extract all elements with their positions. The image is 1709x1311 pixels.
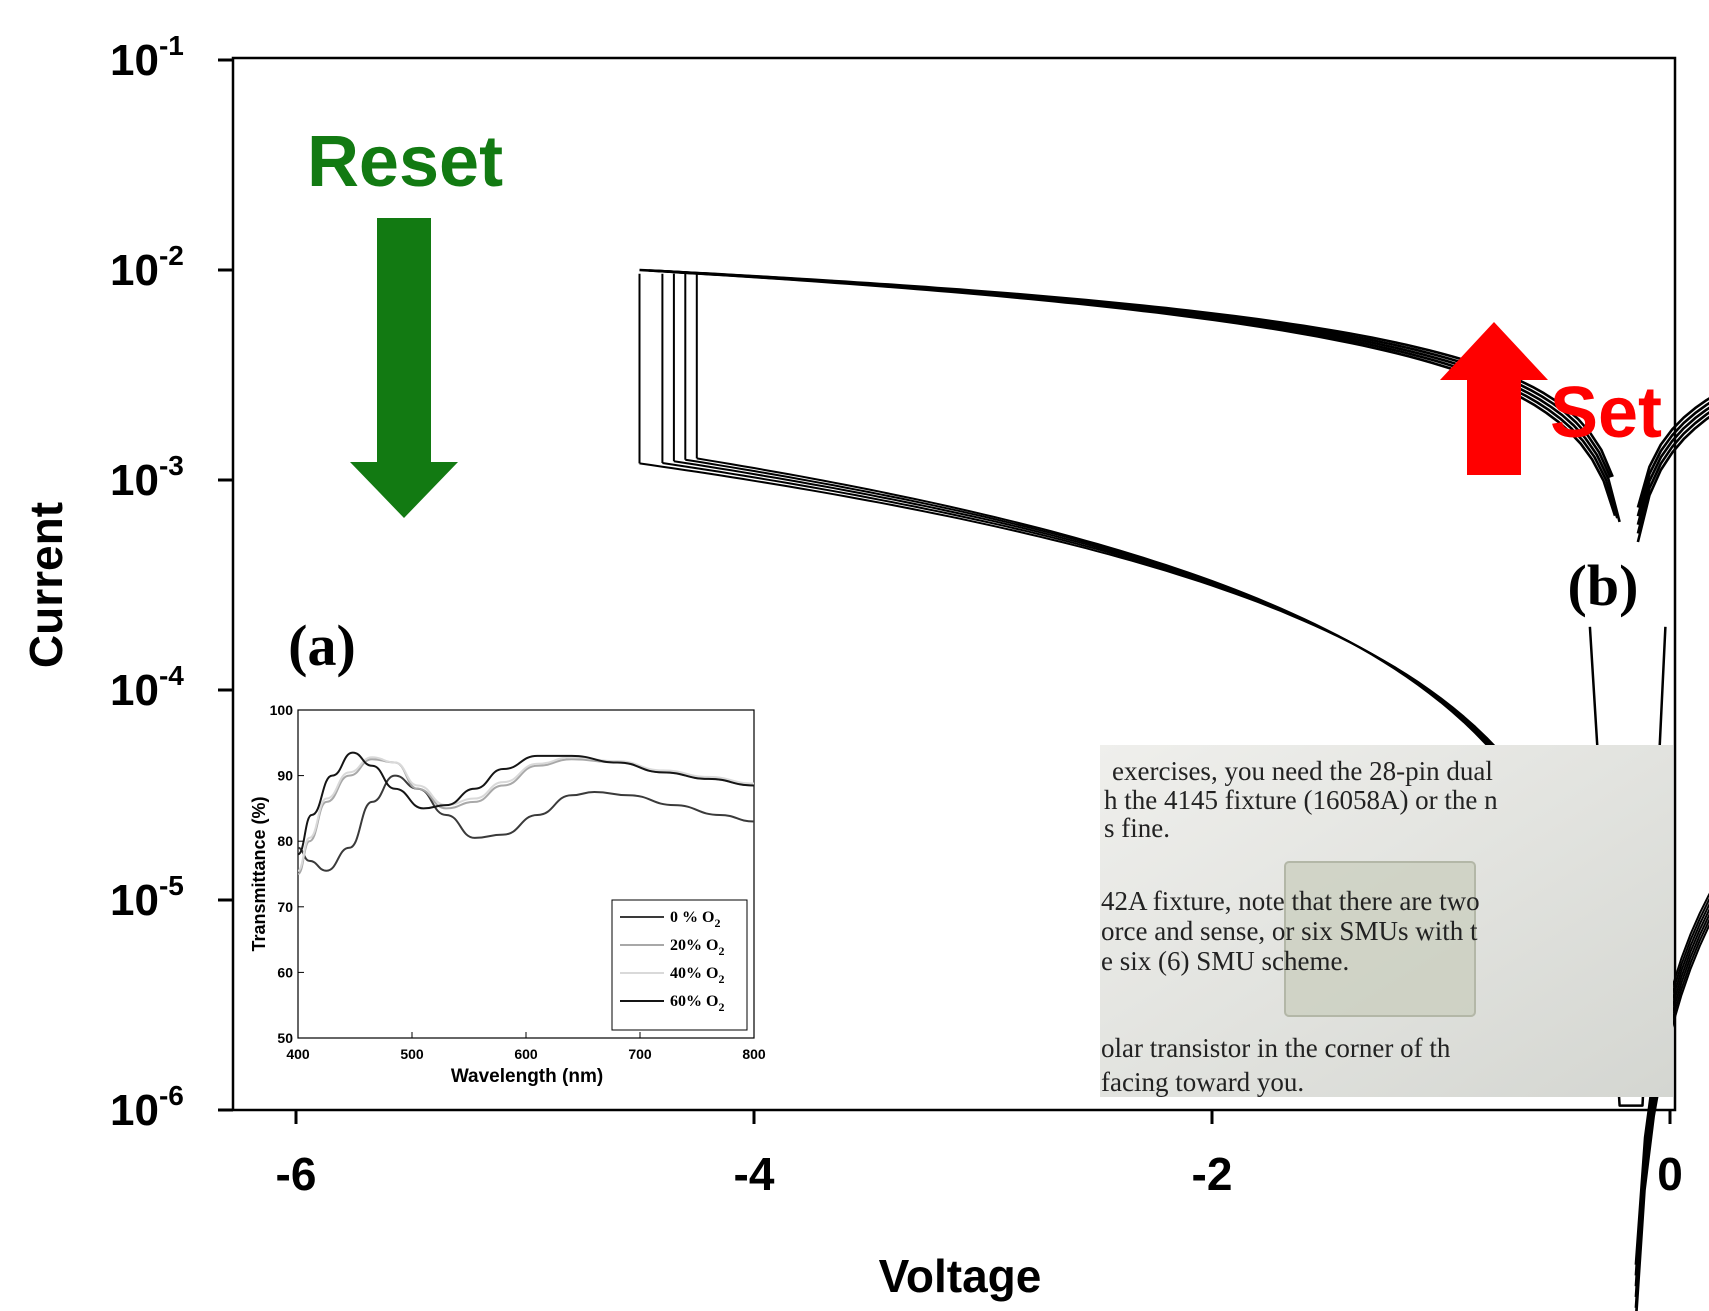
inset-curves [297, 751, 755, 875]
photo-text-line-1: exercises, you need the 28-pin dual [1112, 756, 1493, 786]
hrs-curve-negative [685, 458, 1614, 1070]
inset-y-tick-label: 100 [270, 702, 294, 718]
legend-entry: 40% O2 [670, 965, 724, 986]
y-axis-label: Current [20, 502, 72, 668]
hrs-curve-negative [696, 457, 1614, 1078]
y-tick-label: 10-5 [110, 870, 184, 925]
inset-y-tick-label: 80 [277, 833, 293, 849]
inset-y-axis-label: Transmittance (%) [249, 796, 269, 951]
inset-x-tick-label: 800 [742, 1046, 766, 1062]
inset-series-line [297, 751, 755, 856]
legend-box [611, 899, 748, 1031]
photo-text-line-4: 42A fixture, note that there are two [1101, 886, 1480, 916]
y-tick-label: 10-3 [110, 450, 184, 505]
y-axis-ticks: 10-6 10-5 10-4 10-3 10-2 10-1 [110, 30, 233, 1135]
main-chart: -6-4-20246 10-610-510-410-310-210-1 Volt… [20, 30, 1709, 1311]
y-tick-label: 10-2 [110, 240, 184, 295]
set-arrow-up-icon [1440, 322, 1548, 475]
inset-chart: 400 500 600 700 800 50 60 70 80 90 100 Wavelength… [245, 690, 766, 1087]
x-tick-label: 0 [1657, 1148, 1683, 1200]
reset-label: Reset [307, 122, 503, 202]
inset-y-tick-label: 50 [277, 1030, 293, 1046]
device-photo: exercises, you need the 28-pin dual h th… [1100, 745, 1673, 1097]
inset-legend: 0 % O2 20% O2 40% O2 60% O2 [611, 899, 748, 1031]
photo-text-line-3: s fine. [1104, 813, 1170, 843]
hrs-curve-negative [673, 460, 1614, 1062]
inset-x-tick-label: 700 [628, 1046, 652, 1062]
inset-y-tick-label: 90 [277, 768, 293, 784]
panel-b-label: (b) [1568, 553, 1639, 618]
x-axis-label: Voltage [879, 1250, 1042, 1302]
inset-x-tick-label: 500 [400, 1046, 424, 1062]
y-tick-label: 10-4 [110, 660, 184, 715]
inset-series-line [297, 774, 755, 872]
inset-x-tick-label: 600 [514, 1046, 538, 1062]
y-tick-label: 10-1 [110, 30, 184, 85]
inset-y-tick-label: 70 [277, 899, 293, 915]
reset-arrow-down-icon [350, 218, 458, 518]
photo-text-line-2: h the 4145 fixture (16058A) or the n [1104, 785, 1498, 815]
inset-y-ticks: 50 60 70 80 90 100 [270, 702, 304, 1046]
panel-a-label: (a) [288, 613, 356, 678]
plot-frame [231, 56, 1677, 1112]
legend-entry: 0 % O2 [670, 909, 720, 930]
inset-y-tick-label: 60 [277, 964, 293, 980]
glass-sample [1284, 861, 1476, 1017]
photo-text-line-6: e six (6) SMU scheme. [1101, 946, 1349, 976]
inset-series-line [297, 756, 755, 872]
inset-x-ticks: 400 500 600 700 800 [286, 1032, 766, 1062]
photo-text-line-7: olar transistor in the corner of th [1101, 1033, 1451, 1063]
legend-entry: 60% O2 [670, 993, 724, 1014]
inset-x-tick-label: 400 [286, 1046, 310, 1062]
photo-text-line-8: facing toward you. [1101, 1067, 1304, 1097]
x-tick-label: -4 [734, 1148, 775, 1200]
set-label: Set [1550, 373, 1662, 453]
photo-text-line-5: orce and sense, or six SMUs with t [1101, 916, 1478, 946]
x-tick-label: -2 [1192, 1148, 1233, 1200]
y-tick-label: 10-6 [110, 1080, 184, 1135]
inset-x-axis-label: Wavelength (nm) [451, 1066, 603, 1087]
x-tick-label: -6 [276, 1148, 317, 1200]
legend-entry: 20% O2 [670, 937, 724, 958]
x-axis-ticks: -6-4-20246 [276, 1110, 1683, 1200]
